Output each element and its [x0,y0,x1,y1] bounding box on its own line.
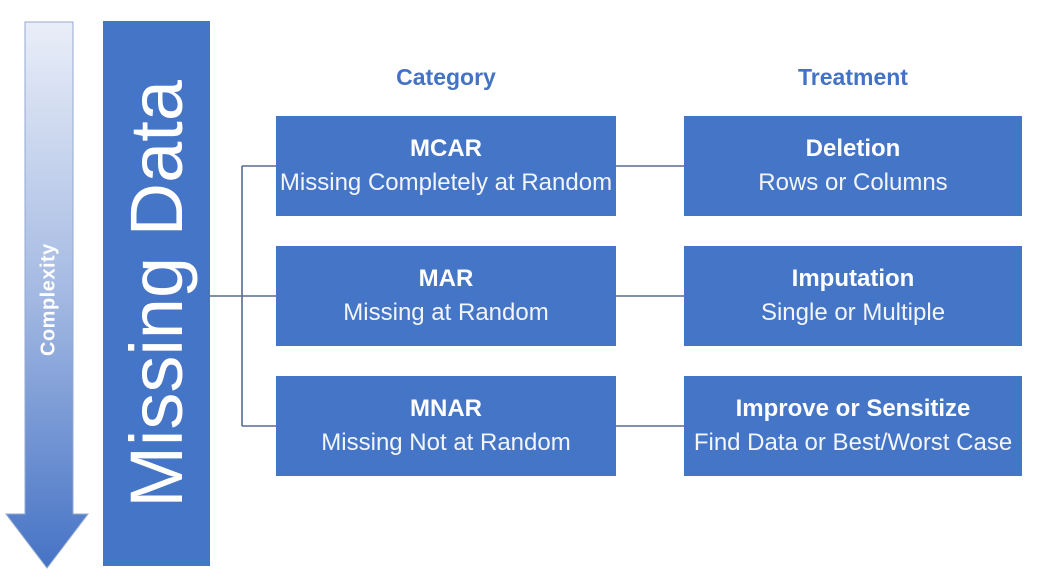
node-subtitle: Single or Multiple [760,299,946,326]
treatment-box-deletion: Deletion Rows or Columns [684,116,1022,216]
complexity-down-arrow-icon [4,21,90,569]
node-title: MAR [418,265,474,292]
treatment-box-imputation: Imputation Single or Multiple [684,246,1022,346]
category-box-mnar: MNAR Missing Not at Random [276,376,616,476]
node-subtitle: Missing at Random [343,299,549,326]
node-title: MCAR [410,135,482,162]
node-title: MNAR [410,395,482,422]
node-subtitle: Rows or Columns [758,169,948,196]
node-title: Imputation [791,265,915,292]
node-subtitle: Missing Not at Random [321,429,571,456]
treatment-column-header: Treatment [798,64,908,90]
node-subtitle: Find Data or Best/Worst Case [693,429,1013,456]
complexity-label: Complexity [37,243,60,357]
treatment-box-improve-or-sensitize: Improve or Sensitize Find Data or Best/W… [684,376,1022,476]
category-column-header: Category [396,64,496,90]
category-box-mar: MAR Missing at Random [276,246,616,346]
missing-data-bar: Missing Data [103,21,210,566]
missing-data-label: Missing Data [114,79,198,508]
node-title: Deletion [805,135,901,162]
node-title: Improve or Sensitize [735,395,971,422]
category-box-mcar: MCAR Missing Completely at Random [276,116,616,216]
node-subtitle: Missing Completely at Random [279,169,613,196]
